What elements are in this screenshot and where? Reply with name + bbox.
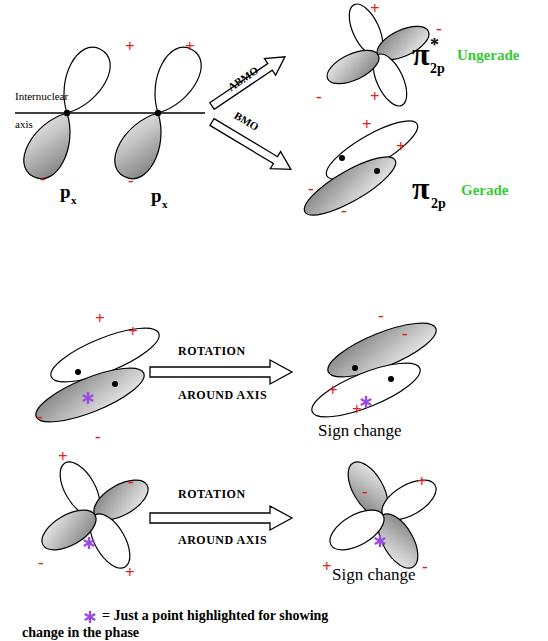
nucleus-dot (374, 168, 380, 174)
p-lobe (50, 40, 118, 122)
phase-marker (83, 392, 93, 404)
orbital-symbol: π (412, 38, 430, 70)
phase-sign: + (95, 310, 105, 327)
phase-sign: - (316, 88, 322, 105)
phase-sign: + (370, 88, 380, 105)
phase-sign: - (38, 554, 44, 571)
nucleus-dot (352, 365, 358, 371)
caption-note: Sign change (332, 566, 416, 583)
phase-sign: + (185, 38, 195, 55)
phase-sign: + (417, 473, 427, 490)
p-lobe (107, 104, 175, 186)
arrow-label: AROUND AXIS (178, 534, 267, 546)
phase-sign: + (328, 382, 338, 399)
orbital-subscript: 2p (431, 197, 446, 211)
phase-sign: - (402, 325, 408, 342)
phase-sign: + (396, 138, 406, 155)
symmetry-label: Gerade (461, 183, 508, 198)
phase-marker (361, 396, 371, 408)
antibonding-mark: * (430, 36, 439, 54)
nucleus-dot (388, 376, 394, 382)
nucleus-dot (112, 381, 118, 387)
orbital-name: p (151, 186, 162, 205)
phase-sign: - (308, 180, 314, 197)
arrow-label: BMO (232, 110, 260, 133)
phase-sign: - (128, 172, 134, 189)
hollow-arrow (206, 49, 290, 115)
orbital-lobe (297, 147, 402, 225)
phase-marker (84, 537, 94, 549)
phase-sign: + (128, 323, 138, 340)
legend-text: = Just a point highlighted for showing c… (22, 607, 352, 641)
orbital-lobe (30, 358, 150, 433)
legend-marker (85, 611, 95, 623)
phase-sign: - (436, 20, 442, 37)
hollow-arrow (150, 360, 292, 384)
axis-label: Internuclear axis (15, 82, 87, 138)
orbital-subscript: x (162, 199, 168, 210)
orbital-subscript: x (71, 195, 77, 206)
symmetry-label: Ungerade (457, 48, 520, 63)
arrow-label: ROTATION (178, 345, 246, 357)
nucleus-dot (75, 369, 81, 375)
nucleus-dot (64, 110, 70, 116)
phase-sign: - (128, 473, 134, 490)
phase-sign: - (341, 202, 347, 219)
phase-marker (375, 535, 385, 547)
phase-sign: + (322, 558, 332, 575)
orbital-lobe (306, 353, 426, 428)
orbital-lobe (36, 502, 103, 558)
nucleus-dot (155, 110, 161, 116)
orbital-subscript: 2p (430, 62, 445, 76)
phase-sign: - (362, 483, 368, 500)
internuclear-axis (15, 112, 205, 113)
phase-sign: - (378, 307, 384, 324)
phase-sign: - (95, 428, 101, 445)
nucleus-dot (339, 155, 345, 161)
arrow-label: ROTATION (178, 488, 246, 500)
phase-sign: - (40, 170, 46, 187)
orbital-symbol: π (412, 172, 430, 204)
arrow-label: AROUND AXIS (178, 389, 267, 401)
phase-sign: + (370, 0, 380, 17)
phase-sign: + (125, 564, 135, 581)
orbital-lobe (322, 43, 384, 90)
p-lobe (141, 40, 209, 122)
phase-sign: + (362, 116, 372, 133)
phase-sign: + (125, 38, 135, 55)
orbital-lobe (324, 502, 391, 558)
phase-sign: - (37, 408, 43, 425)
phase-sign: - (422, 558, 428, 575)
hollow-arrow (150, 506, 292, 530)
phase-sign: + (58, 448, 68, 465)
p-lobe (16, 104, 84, 186)
phase-sign: + (352, 401, 362, 418)
caption-note: Sign change (318, 422, 402, 439)
orbital-name: p (60, 182, 71, 201)
